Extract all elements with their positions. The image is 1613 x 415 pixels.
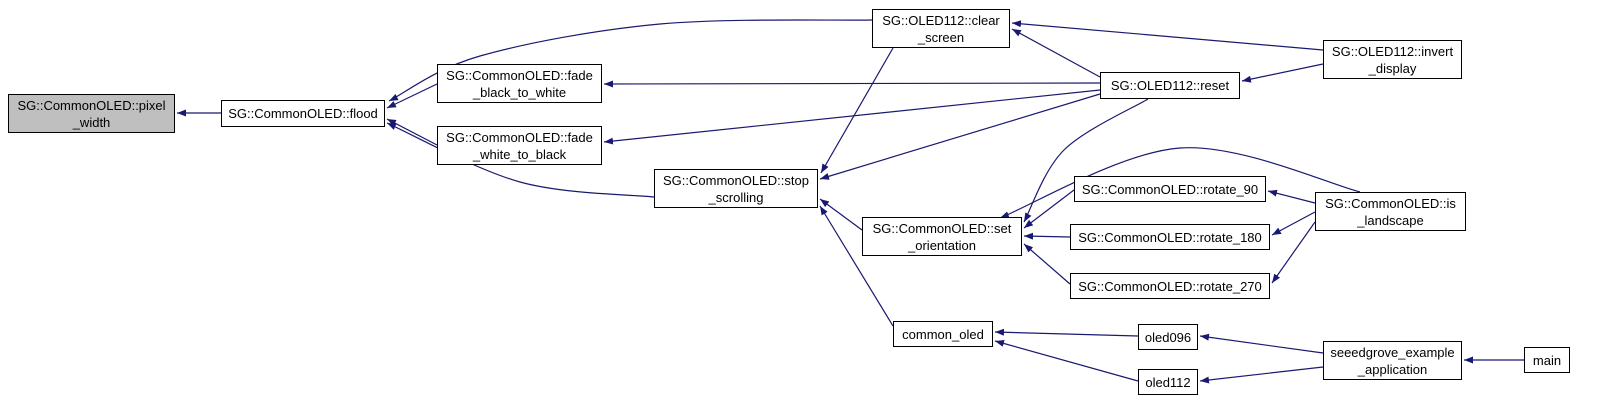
- node-label: SG::CommonOLED::set _orientation: [872, 220, 1012, 253]
- node-common-oled[interactable]: common_oled: [893, 321, 993, 347]
- edge-clear_screen-to-stop_scrolling: [820, 47, 894, 174]
- node-reset[interactable]: SG::OLED112::reset: [1100, 72, 1240, 99]
- edge-reset-to-clear_screen: [1011, 28, 1101, 78]
- edge-reset-to-fade_white_to_black: [603, 89, 1101, 145]
- node-label: SG::CommonOLED::rotate_90: [1081, 181, 1259, 197]
- node-is-landscape[interactable]: SG::CommonOLED::is _landscape: [1315, 192, 1466, 231]
- edge-rotate_90-to-set_orientation: [1023, 189, 1075, 229]
- node-flood[interactable]: SG::CommonOLED::flood: [221, 100, 385, 127]
- node-label: SG::CommonOLED::flood: [228, 106, 378, 121]
- node-set-orientation[interactable]: SG::CommonOLED::set _orientation: [862, 217, 1022, 256]
- node-label: main: [1532, 352, 1562, 368]
- edge-is_landscape-to-rotate_180: [1271, 211, 1316, 236]
- node-fade-white-to-black[interactable]: SG::CommonOLED::fade _white_to_black: [437, 126, 602, 165]
- edge-rotate_270-to-set_orientation: [1023, 243, 1071, 285]
- node-oled112[interactable]: oled112: [1138, 369, 1198, 395]
- node-oled096[interactable]: oled096: [1138, 324, 1198, 350]
- edge-reset-to-stop_scrolling: [819, 93, 1101, 180]
- edge-clear_screen-to-flood: [388, 19, 873, 102]
- node-rotate-180[interactable]: SG::CommonOLED::rotate_180: [1070, 224, 1270, 250]
- edge-fade_white_to_black-to-flood: [386, 118, 438, 146]
- edge-invert_display-to-clear_screen: [1011, 20, 1324, 51]
- node-main[interactable]: main: [1524, 347, 1570, 373]
- node-label: SG::OLED112::invert _display: [1331, 43, 1454, 76]
- edge-seeedgrove_example_application-to-oled112: [1199, 366, 1324, 384]
- node-label: SG::CommonOLED::rotate_270: [1078, 278, 1262, 294]
- node-label: oled112: [1145, 374, 1191, 390]
- node-label: SG::CommonOLED::fade _black_to_white: [446, 67, 593, 100]
- edge-reset-to-set_orientation: [1023, 98, 1149, 223]
- node-invert-display[interactable]: SG::OLED112::invert _display: [1323, 40, 1462, 79]
- node-fade-black-to-white[interactable]: SG::CommonOLED::fade _black_to_white: [437, 64, 602, 103]
- edge-oled096-to-common_oled: [994, 328, 1139, 337]
- edge-common_oled-to-stop_scrolling: [819, 205, 894, 327]
- node-label: SG::CommonOLED::is _landscape: [1325, 195, 1456, 228]
- node-label: common_oled: [902, 326, 984, 342]
- node-label: SG::CommonOLED::fade _white_to_black: [446, 129, 593, 162]
- edge-stop_scrolling-to-flood: [386, 122, 655, 198]
- node-label: seeedgrove_example _application: [1330, 344, 1455, 377]
- node-label: SG::OLED112::clear _screen: [882, 12, 1000, 45]
- node-label: SG::CommonOLED::stop _scrolling: [663, 172, 809, 205]
- node-label: SG::CommonOLED::rotate_180: [1078, 229, 1262, 245]
- node-label: SG::CommonOLED::pixel _width: [17, 97, 166, 130]
- node-rotate-90[interactable]: SG::CommonOLED::rotate_90: [1074, 176, 1266, 202]
- edge-fade_black_to_white-to-flood: [386, 83, 438, 109]
- edge-reset-to-fade_black_to_white: [603, 80, 1101, 88]
- edge-is_landscape-to-rotate_270: [1271, 221, 1316, 284]
- node-label: SG::OLED112::reset: [1110, 78, 1230, 93]
- node-pixel-width[interactable]: SG::CommonOLED::pixel _width: [8, 94, 175, 133]
- node-clear-screen[interactable]: SG::OLED112::clear _screen: [872, 9, 1010, 48]
- node-rotate-270[interactable]: SG::CommonOLED::rotate_270: [1070, 273, 1270, 299]
- edge-rotate_180-to-set_orientation: [1023, 232, 1071, 240]
- node-label: oled096: [1144, 329, 1192, 345]
- edge-oled112-to-common_oled: [994, 340, 1139, 382]
- edge-set_orientation-to-stop_scrolling: [819, 198, 863, 231]
- edge-seeedgrove_example_application-to-oled096: [1199, 333, 1324, 354]
- edge-is_landscape-to-set_orientation: [999, 147, 1361, 219]
- node-stop-scrolling[interactable]: SG::CommonOLED::stop _scrolling: [654, 169, 818, 208]
- edge-invert_display-to-reset: [1241, 63, 1324, 83]
- node-seeedgrove-example-application[interactable]: seeedgrove_example _application: [1323, 341, 1462, 380]
- edge-is_landscape-to-rotate_90: [1267, 189, 1316, 204]
